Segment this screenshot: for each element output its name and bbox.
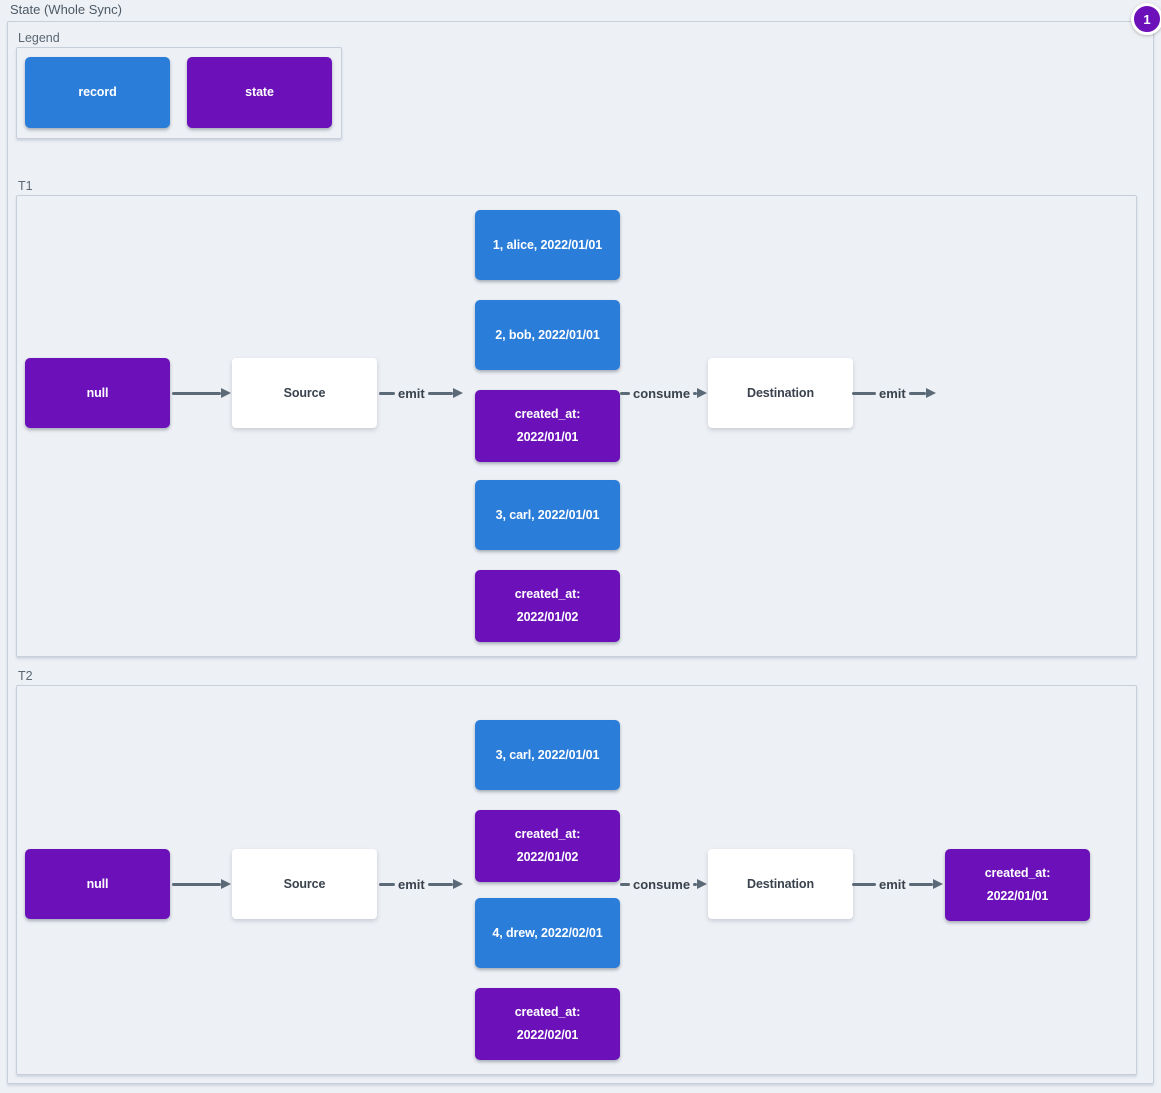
t2-emit-label: emit <box>398 876 425 892</box>
state-node: created_at: 2022/02/01 <box>475 988 620 1060</box>
section-t1-label: T1 <box>18 179 33 193</box>
state-label-line1: created_at: <box>514 587 581 601</box>
state-label-line1: created_at: <box>514 407 581 421</box>
section-t2-label: T2 <box>18 669 33 683</box>
arrowhead-icon <box>221 388 231 398</box>
state-node: created_at: 2022/01/02 <box>475 570 620 642</box>
page-title: State (Whole Sync) <box>10 2 122 17</box>
record-label: 2, bob, 2022/01/01 <box>495 327 600 342</box>
t2-consume-edge: consume <box>620 876 707 892</box>
record-node: 1, alice, 2022/01/01 <box>475 210 620 280</box>
state-node: created_at: 2022/01/02 <box>475 810 620 882</box>
state-node: created_at: 2022/01/01 <box>475 390 620 462</box>
arrowhead-icon <box>221 879 231 889</box>
record-label: 3, carl, 2022/01/01 <box>495 747 600 762</box>
t2-emit-out-label: emit <box>879 876 906 892</box>
t1-consume-label: consume <box>633 385 691 401</box>
edge-line <box>620 882 630 886</box>
arrowhead-icon <box>453 388 463 398</box>
legend-state-label: state <box>245 85 274 99</box>
t2-null-label: null <box>86 876 109 891</box>
t2-emit-edge: emit <box>379 876 463 892</box>
edge-line <box>172 882 221 886</box>
edge-line <box>427 391 453 395</box>
edge-line <box>852 391 876 395</box>
legend-group <box>16 47 342 139</box>
t2-edge-null-to-source <box>172 877 231 891</box>
record-node: 3, carl, 2022/01/01 <box>475 480 620 550</box>
t1-consume-edge: consume <box>620 385 707 401</box>
t1-destination-node: Destination <box>708 358 853 428</box>
t2-null-state-node: null <box>25 849 170 919</box>
arrowhead-icon <box>933 879 943 889</box>
t1-emit-out-label: emit <box>879 385 906 401</box>
state-label-line2: 2022/02/01 <box>516 1028 579 1042</box>
edge-line <box>693 882 697 886</box>
record-label: 3, carl, 2022/01/01 <box>495 507 600 522</box>
section-t2-group <box>16 685 1137 1075</box>
edge-line <box>693 391 697 395</box>
edge-line <box>172 391 221 395</box>
arrowhead-icon <box>697 879 707 889</box>
t1-null-label: null <box>86 385 109 400</box>
t1-null-state-node: null <box>25 358 170 428</box>
t2-destination-label: Destination <box>747 876 814 891</box>
state-label-line2: 2022/01/02 <box>516 610 579 624</box>
step-badge[interactable]: 1 <box>1131 3 1161 35</box>
section-t1-group <box>16 195 1137 657</box>
t1-emit-edge: emit <box>379 385 463 401</box>
state-label-line2: 2022/01/01 <box>516 430 579 444</box>
arrowhead-icon <box>453 879 463 889</box>
t1-emit-label: emit <box>398 385 425 401</box>
edge-line <box>908 882 933 886</box>
record-label: 4, drew, 2022/02/01 <box>492 925 603 940</box>
state-label-line2: 2022/01/01 <box>986 889 1049 903</box>
t2-consume-label: consume <box>633 876 691 892</box>
t1-destination-label: Destination <box>747 385 814 400</box>
state-whole-sync-group <box>7 21 1154 1084</box>
record-node: 4, drew, 2022/02/01 <box>475 898 620 968</box>
t1-source-node: Source <box>232 358 377 428</box>
edge-line <box>427 882 453 886</box>
legend-state-node: state <box>187 57 332 128</box>
t2-destination-node: Destination <box>708 849 853 919</box>
state-label-line1: created_at: <box>984 866 1051 880</box>
arrowhead-icon <box>697 388 707 398</box>
arrowhead-icon <box>926 388 936 398</box>
record-node: 2, bob, 2022/01/01 <box>475 300 620 370</box>
t2-source-node: Source <box>232 849 377 919</box>
edge-line <box>379 391 395 395</box>
t2-source-label: Source <box>283 876 326 891</box>
state-label-line1: created_at: <box>514 1005 581 1019</box>
legend-record-node: record <box>25 57 170 128</box>
t1-edge-null-to-source <box>172 386 231 400</box>
edge-line <box>908 391 926 395</box>
state-label-line1: created_at: <box>514 827 581 841</box>
edge-line <box>379 882 395 886</box>
legend-record-label: record <box>78 85 117 99</box>
edge-line <box>620 391 630 395</box>
t1-emit-out-edge: emit <box>852 385 936 401</box>
t1-source-label: Source <box>283 385 326 400</box>
legend-label: Legend <box>18 31 60 45</box>
t2-emit-out-edge: emit <box>852 876 943 892</box>
state-label-line2: 2022/01/02 <box>516 850 579 864</box>
edge-line <box>852 882 876 886</box>
record-label: 1, alice, 2022/01/01 <box>492 237 603 252</box>
t2-output-state-node: created_at: 2022/01/01 <box>945 849 1090 921</box>
record-node: 3, carl, 2022/01/01 <box>475 720 620 790</box>
